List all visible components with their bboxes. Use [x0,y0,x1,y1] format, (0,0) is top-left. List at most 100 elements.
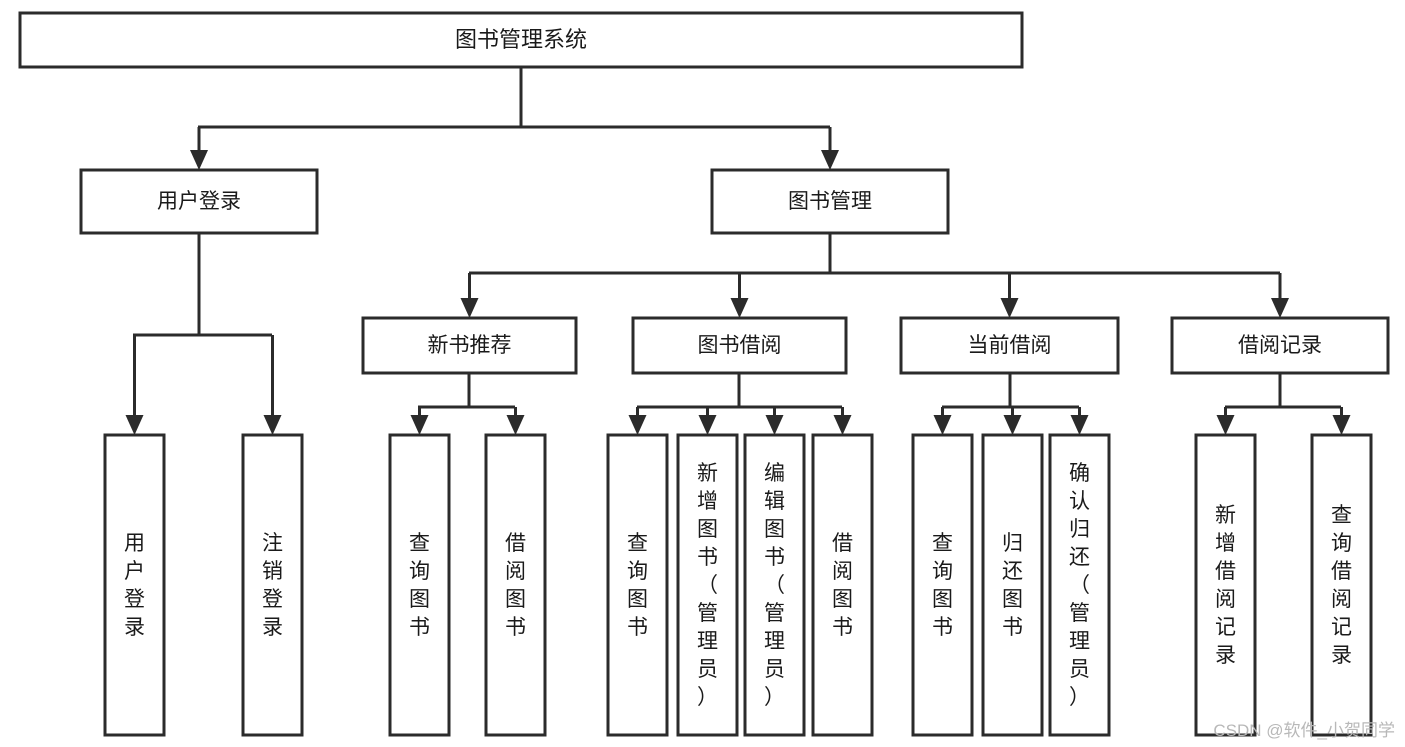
node-n_book_mgmt[interactable]: 图书管理 [710,168,950,235]
node-l_query_books_1[interactable]: 查询图书 [388,433,451,737]
edge-l_borrow_books_2 [833,407,852,435]
edge-l_query_record [1332,407,1351,435]
node-label: 查询借阅记录 [1331,504,1352,667]
arrow-head-icon [833,415,852,435]
arrow-head-icon [506,415,525,435]
arrow-head-icon [1000,298,1019,318]
node-label: 归还图书 [1002,532,1023,639]
edge-n_new_rec [460,273,479,318]
node-box[interactable] [676,433,739,737]
node-n_new_rec[interactable]: 新书推荐 [361,316,578,375]
node-box[interactable] [241,433,304,737]
node-box[interactable] [981,433,1044,737]
edge-l_add_record [1216,407,1235,435]
node-root[interactable]: 图书管理系统 [18,11,1024,69]
node-l_user_login[interactable]: 用户登录 [103,433,166,737]
node-layer: 图书管理系统用户登录图书管理新书推荐图书借阅当前借阅借阅记录用户登录注销登录查询… [18,11,1390,737]
node-box[interactable] [911,433,974,737]
arrow-head-icon [410,415,429,435]
node-box[interactable] [79,168,319,235]
arrow-head-icon [263,415,282,435]
arrow-head-icon [125,415,144,435]
node-n_borrow[interactable]: 图书借阅 [631,316,848,375]
node-box[interactable] [811,433,874,737]
node-label: 查询图书 [627,532,648,639]
edge-n_book_mgmt [821,127,839,170]
edge-l_user_login [125,335,144,435]
node-label: 确认归还（管理员） [1069,462,1090,709]
node-box[interactable] [1310,433,1373,737]
node-l_borrow_books_2[interactable]: 借阅图书 [811,433,874,737]
node-box[interactable] [606,433,669,737]
edge-n_records [1271,273,1289,318]
arrow-head-icon [821,150,839,170]
node-box[interactable] [631,316,848,375]
arrow-head-icon [1070,415,1089,435]
edge-l_return_book [1003,407,1022,435]
node-l_return_book[interactable]: 归还图书 [981,433,1044,737]
node-label: 查询图书 [932,532,953,639]
node-label: 查询图书 [409,532,430,639]
node-n_records[interactable]: 借阅记录 [1170,316,1390,375]
connector-group [1225,373,1341,409]
node-box[interactable] [18,11,1024,69]
node-l_query_books_2[interactable]: 查询图书 [606,433,669,737]
node-l_query_books_3[interactable]: 查询图书 [911,433,974,737]
node-l_logout[interactable]: 注销登录 [241,433,304,737]
node-l_query_record[interactable]: 查询借阅记录 [1310,433,1373,737]
edge-l_query_books_3 [933,407,952,435]
connector-group [133,233,272,337]
connector-group [942,373,1079,409]
arrow-head-icon [698,415,717,435]
node-label: 新增图书（管理员） [697,462,718,709]
node-box[interactable] [1170,316,1390,375]
edge-n_current [1000,273,1019,318]
edge-l_edit_book [765,407,784,435]
arrow-head-icon [933,415,952,435]
edge-l_borrow_books_1 [506,407,525,435]
node-box[interactable] [388,433,451,737]
node-l_confirm_return[interactable]: 确认归还（管理员） [1048,433,1111,737]
edge-l_add_book [698,407,717,435]
arrow-head-icon [190,150,208,170]
arrow-head-icon [1003,415,1022,435]
csdn-watermark: CSDN @软件_小贺同学 [1213,721,1395,740]
connector-group [418,373,515,409]
edge-l_logout [263,335,282,435]
node-label: 用户登录 [124,532,145,639]
node-l_add_record[interactable]: 新增借阅记录 [1194,433,1257,737]
node-label: 新书推荐 [428,334,512,357]
node-label: 当前借阅 [968,334,1052,357]
connector-group [198,67,830,129]
edge-n_borrow [730,273,749,318]
node-box[interactable] [710,168,950,235]
node-label: 编辑图书（管理员） [764,462,785,709]
connector-layer [125,67,1351,435]
node-box[interactable] [361,316,578,375]
node-box[interactable] [899,316,1120,375]
node-box[interactable] [484,433,547,737]
node-label: 图书管理 [788,190,872,213]
arrow-head-icon [628,415,647,435]
node-n_current[interactable]: 当前借阅 [899,316,1120,375]
arrow-head-icon [1332,415,1351,435]
node-box[interactable] [1194,433,1257,737]
node-l_add_book[interactable]: 新增图书（管理员） [676,433,739,737]
connector-group [469,233,1280,275]
arrow-head-icon [730,298,749,318]
node-box[interactable] [1048,433,1111,737]
edge-l_confirm_return [1070,407,1089,435]
node-label: 用户登录 [157,190,241,213]
arrow-head-icon [765,415,784,435]
arrow-head-icon [460,298,479,318]
node-box[interactable] [103,433,166,737]
node-label: 借阅图书 [505,532,526,639]
node-label: 借阅图书 [832,532,853,639]
arrow-head-icon [1271,298,1289,318]
node-box[interactable] [743,433,806,737]
node-n_user_login[interactable]: 用户登录 [79,168,319,235]
edge-l_query_books_1 [410,407,429,435]
node-l_borrow_books_1[interactable]: 借阅图书 [484,433,547,737]
node-l_edit_book[interactable]: 编辑图书（管理员） [743,433,806,737]
